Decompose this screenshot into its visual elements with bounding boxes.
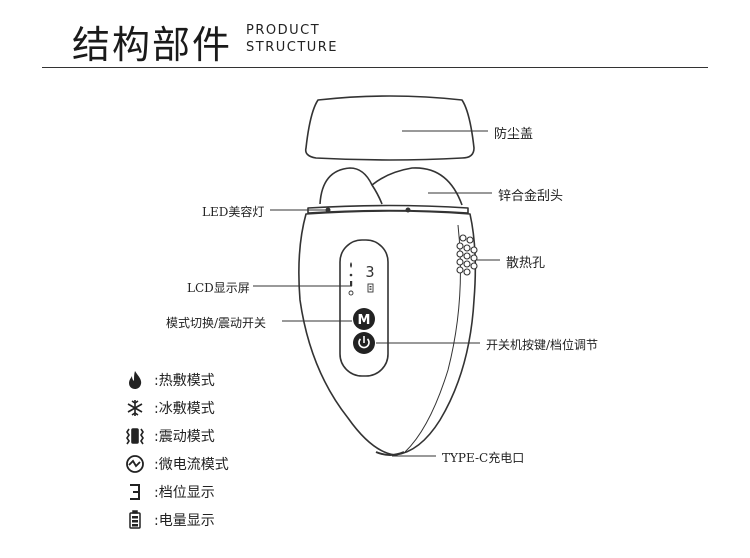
legend-label: :热敷模式 [154,373,215,389]
control-panel-shape [339,239,389,377]
snowflake-icon [120,397,150,419]
battery-icon [120,509,150,531]
microcurrent-icon [120,453,150,475]
callout-lcd-screen: LCD显示屏 [187,281,250,295]
callout-vents: 散热孔 [506,256,546,271]
leader-lines [253,130,500,457]
callout-dust-cover: 防尘盖 [494,127,534,142]
led-dot-left [325,207,331,213]
zinc-head-ridge [371,184,383,205]
lcd-digit: 3 [365,263,374,281]
page-title: 结构部件 [72,23,233,67]
legend-label: :冰敷模式 [154,401,215,417]
callout-power-key: 开关机按键/档位调节 [486,338,599,352]
type-c-port-shape [375,451,405,456]
m-button-shape [353,308,375,330]
vibration-icon [120,425,150,447]
level-icon [120,481,150,503]
callout-type-c: TYPE-C充电口 [442,451,525,465]
legend-item: :热敷模式 [120,366,229,394]
m-button-label: M [358,313,371,328]
legend-item: :电量显示 [120,506,229,534]
legend-label: :档位显示 [154,485,215,501]
heat-vents [456,234,478,276]
subtitle-line-1: PRODUCT [246,23,321,38]
device-body-inner-edge [404,224,461,453]
callout-zinc-head: 锌合金刮头 [498,189,564,204]
mode-legend: :热敷模式 :冰敷模式 :震动模式 :微电流模式 [120,366,229,534]
callout-mode-switch: 模式切换/震动开关 [166,316,267,330]
zinc-head-shape [319,167,463,206]
legend-item: :微电流模式 [120,450,229,478]
subtitle-line-2: STRUCTURE [246,40,339,55]
header-divider [42,67,708,68]
led-dot-right [405,207,411,213]
page-subtitle: PRODUCT STRUCTURE [246,22,338,56]
legend-label: :震动模式 [154,429,215,445]
legend-item: :震动模式 [120,422,229,450]
flame-icon [120,369,150,391]
legend-label: :电量显示 [154,513,215,529]
device-body-shape [298,210,477,456]
lcd-screen-icons [348,262,374,296]
dust-cover-shape [304,95,475,161]
legend-label: :微电流模式 [154,457,229,473]
legend-item: :档位显示 [120,478,229,506]
legend-item: :冰敷模式 [120,394,229,422]
callout-led-light: LED美容灯 [202,205,265,219]
